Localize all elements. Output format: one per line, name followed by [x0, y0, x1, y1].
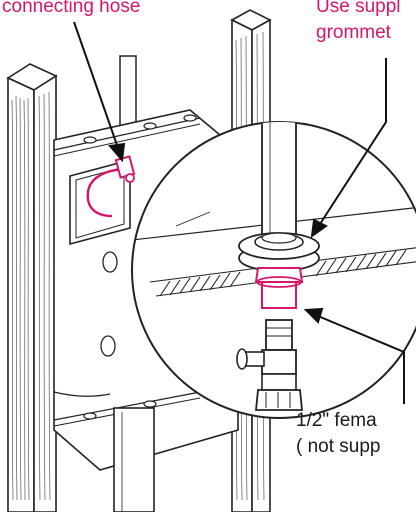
connecting-hose — [86, 155, 136, 218]
hose-leader-arrowhead — [108, 142, 126, 163]
connecting-hose-label: connecting hose — [2, 0, 141, 17]
supplied-grommet-label-line-1: Use suppl — [316, 0, 401, 17]
grommet-leader-arrowhead — [310, 218, 328, 239]
female-leader-arrowhead — [303, 307, 324, 324]
stop-valve — [236, 319, 303, 411]
grommet-leader-line — [319, 58, 387, 225]
female-leader-line — [317, 315, 405, 404]
hose-leader-line — [73, 21, 119, 149]
female-fitting — [254, 267, 304, 309]
supplied-grommet-label-line-2: grommet — [316, 22, 391, 43]
grommet — [238, 232, 320, 272]
bottom-drain-pipe — [113, 407, 155, 512]
female-fitting-label-line-1: 1/2" fema — [296, 410, 377, 431]
left-wood-stud — [6, 63, 58, 512]
leader-arrows — [73, 21, 405, 404]
detail-callout — [131, 121, 416, 419]
female-fitting-label-line-2: ( not supp — [296, 436, 381, 457]
callout-supply-pipe — [261, 122, 297, 237]
